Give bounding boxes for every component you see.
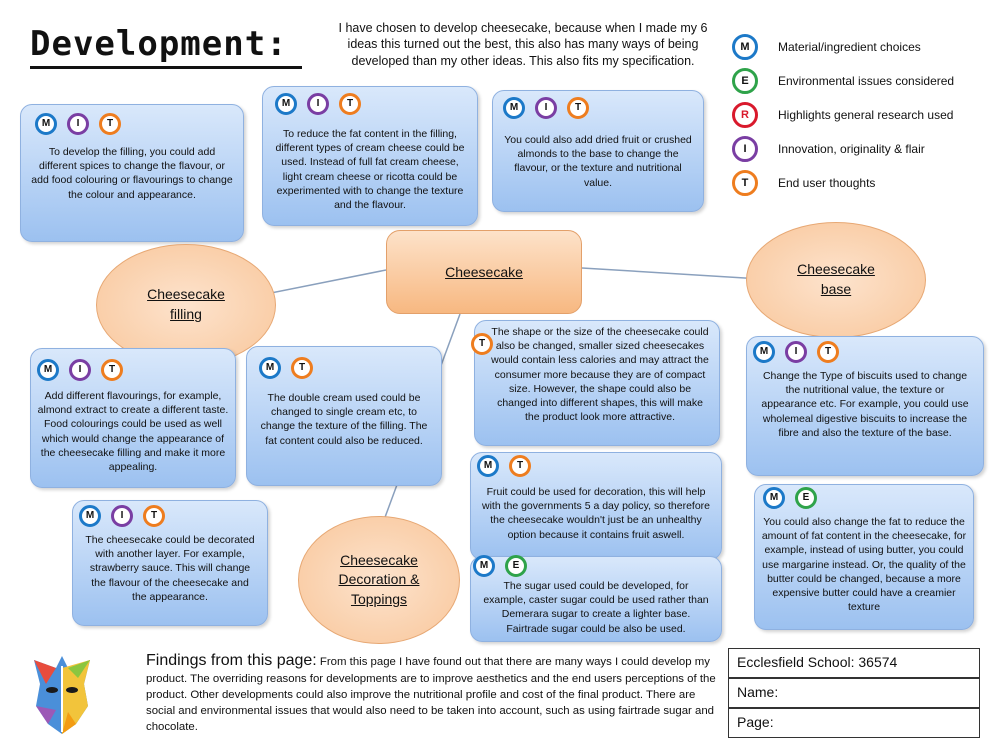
box-text: Add different flavourings, for example, …: [37, 390, 229, 473]
badge-t: T: [101, 359, 123, 381]
key-row-innovation: I Innovation, originality & flair: [732, 136, 925, 162]
box-text: Change the Type of biscuits used to chan…: [761, 370, 969, 439]
box-filling-fat: M I T To reduce the fat content in the f…: [262, 86, 478, 226]
findings-section: Findings from this page: From this page …: [146, 650, 722, 736]
box-text: To reduce the fat content in the filling…: [275, 128, 465, 211]
badge-t: T: [143, 505, 165, 527]
badge-group: M T: [259, 357, 313, 379]
badge-group: M E: [763, 487, 817, 509]
ellipse-decoration: Cheesecake Decoration & Toppings: [298, 516, 460, 644]
intro-text: I have chosen to develop cheesecake, bec…: [338, 21, 708, 68]
mask-logo-icon: [34, 656, 90, 734]
badge-t: T: [732, 170, 758, 196]
badge-t: T: [99, 113, 121, 135]
box-text: To develop the filling, you could add di…: [31, 146, 233, 201]
box-text: The shape or the size of the cheesecake …: [491, 326, 709, 424]
box-base-fruit-nuts: M I T You could also add dried fruit or …: [492, 90, 704, 212]
box-filling-spices: M I T To develop the filling, you could …: [20, 104, 244, 242]
badge-e: E: [505, 555, 527, 577]
box-text: You could also add dried fruit or crushe…: [504, 134, 692, 189]
badge-m: M: [37, 359, 59, 381]
box-text: The sugar used could be developed, for e…: [483, 580, 709, 635]
box-text: The double cream used could be changed t…: [260, 392, 428, 447]
badge-r: R: [732, 102, 758, 128]
key-label: Highlights general research used: [778, 108, 954, 122]
title-underline: [30, 66, 302, 69]
badge-i: I: [785, 341, 807, 363]
badge-m: M: [732, 34, 758, 60]
box-text: Fruit could be used for decoration, this…: [481, 486, 710, 541]
badge-e: E: [795, 487, 817, 509]
findings-text: From this page I have found out that the…: [146, 656, 716, 734]
center-label: Cheesecake: [445, 264, 523, 280]
ellipse-label: Cheesecake Decoration & Toppings: [338, 551, 420, 607]
page-field[interactable]: Page:: [728, 708, 980, 738]
badge-group: M I T: [35, 113, 121, 135]
box-filling-double-cream: M T The double cream used could be chang…: [246, 346, 442, 486]
badge-group: M I T: [753, 341, 839, 363]
box-text: You could also change the fat to reduce …: [761, 516, 967, 614]
findings-heading: Findings from this page:: [146, 652, 317, 669]
badge-group: M I T: [503, 97, 589, 119]
badge-m: M: [763, 487, 785, 509]
badge-group: M E: [473, 555, 527, 577]
box-shape: T The shape or the size of the cheesecak…: [471, 320, 720, 446]
name-field[interactable]: Name:: [728, 678, 980, 708]
badge-i: I: [535, 97, 557, 119]
connector-base: [581, 267, 779, 281]
box-text: The cheesecake could be decorated with a…: [85, 534, 255, 603]
badge-m: M: [473, 555, 495, 577]
box-filling-flavourings: M I T Add different flavourings, for exa…: [30, 348, 236, 488]
badge-t: T: [339, 93, 361, 115]
key-label: Environmental issues considered: [778, 74, 955, 88]
school-field: Ecclesfield School: 36574: [728, 648, 980, 678]
key-row-end-user: T End user thoughts: [732, 170, 875, 196]
box-base-butter: M E You could also change the fat to red…: [754, 484, 974, 630]
badge-m: M: [753, 341, 775, 363]
badge-m: M: [79, 505, 101, 527]
ellipse-base: Cheesecake base: [746, 222, 926, 338]
badge-i: I: [307, 93, 329, 115]
ellipse-label: Cheesecake filling: [147, 286, 225, 322]
badge-group: M I T: [37, 359, 123, 381]
badge-i: I: [67, 113, 89, 135]
badge-t: T: [567, 97, 589, 119]
box-decoration-fruit: M T Fruit could be used for decoration, …: [470, 452, 722, 560]
badge-group: M T: [477, 455, 531, 477]
badge-m: M: [35, 113, 57, 135]
badge-e: E: [732, 68, 758, 94]
key-row-environmental: E Environmental issues considered: [732, 68, 954, 94]
badge-group: M I T: [79, 505, 165, 527]
box-decoration-layer: M I T The cheesecake could be decorated …: [72, 500, 268, 626]
key-label: Material/ingredient choices: [778, 40, 921, 54]
center-topic: Cheesecake: [386, 230, 582, 314]
key-label: Innovation, originality & flair: [778, 142, 925, 156]
ellipse-filling: Cheesecake filling: [96, 244, 276, 366]
key-row-research: R Highlights general research used: [732, 102, 953, 128]
box-base-sugar: M E The sugar used could be developed, f…: [470, 555, 722, 642]
badge-m: M: [477, 455, 499, 477]
badge-i: I: [111, 505, 133, 527]
badge-i: I: [69, 359, 91, 381]
badge-m: M: [275, 93, 297, 115]
key-row-material: M Material/ingredient choices: [732, 34, 921, 60]
box-base-biscuits: M I T Change the Type of biscuits used t…: [746, 336, 984, 476]
badge-t: T: [471, 333, 493, 355]
page-title: Development:: [30, 24, 288, 64]
key-label: End user thoughts: [778, 176, 876, 190]
badge-group: M I T: [275, 93, 361, 115]
badge-t: T: [291, 357, 313, 379]
ellipse-label: Cheesecake base: [797, 261, 875, 297]
badge-t: T: [509, 455, 531, 477]
badge-m: M: [259, 357, 281, 379]
badge-m: M: [503, 97, 525, 119]
badge-t: T: [817, 341, 839, 363]
badge-i: I: [732, 136, 758, 162]
badge-group: T: [471, 333, 493, 355]
